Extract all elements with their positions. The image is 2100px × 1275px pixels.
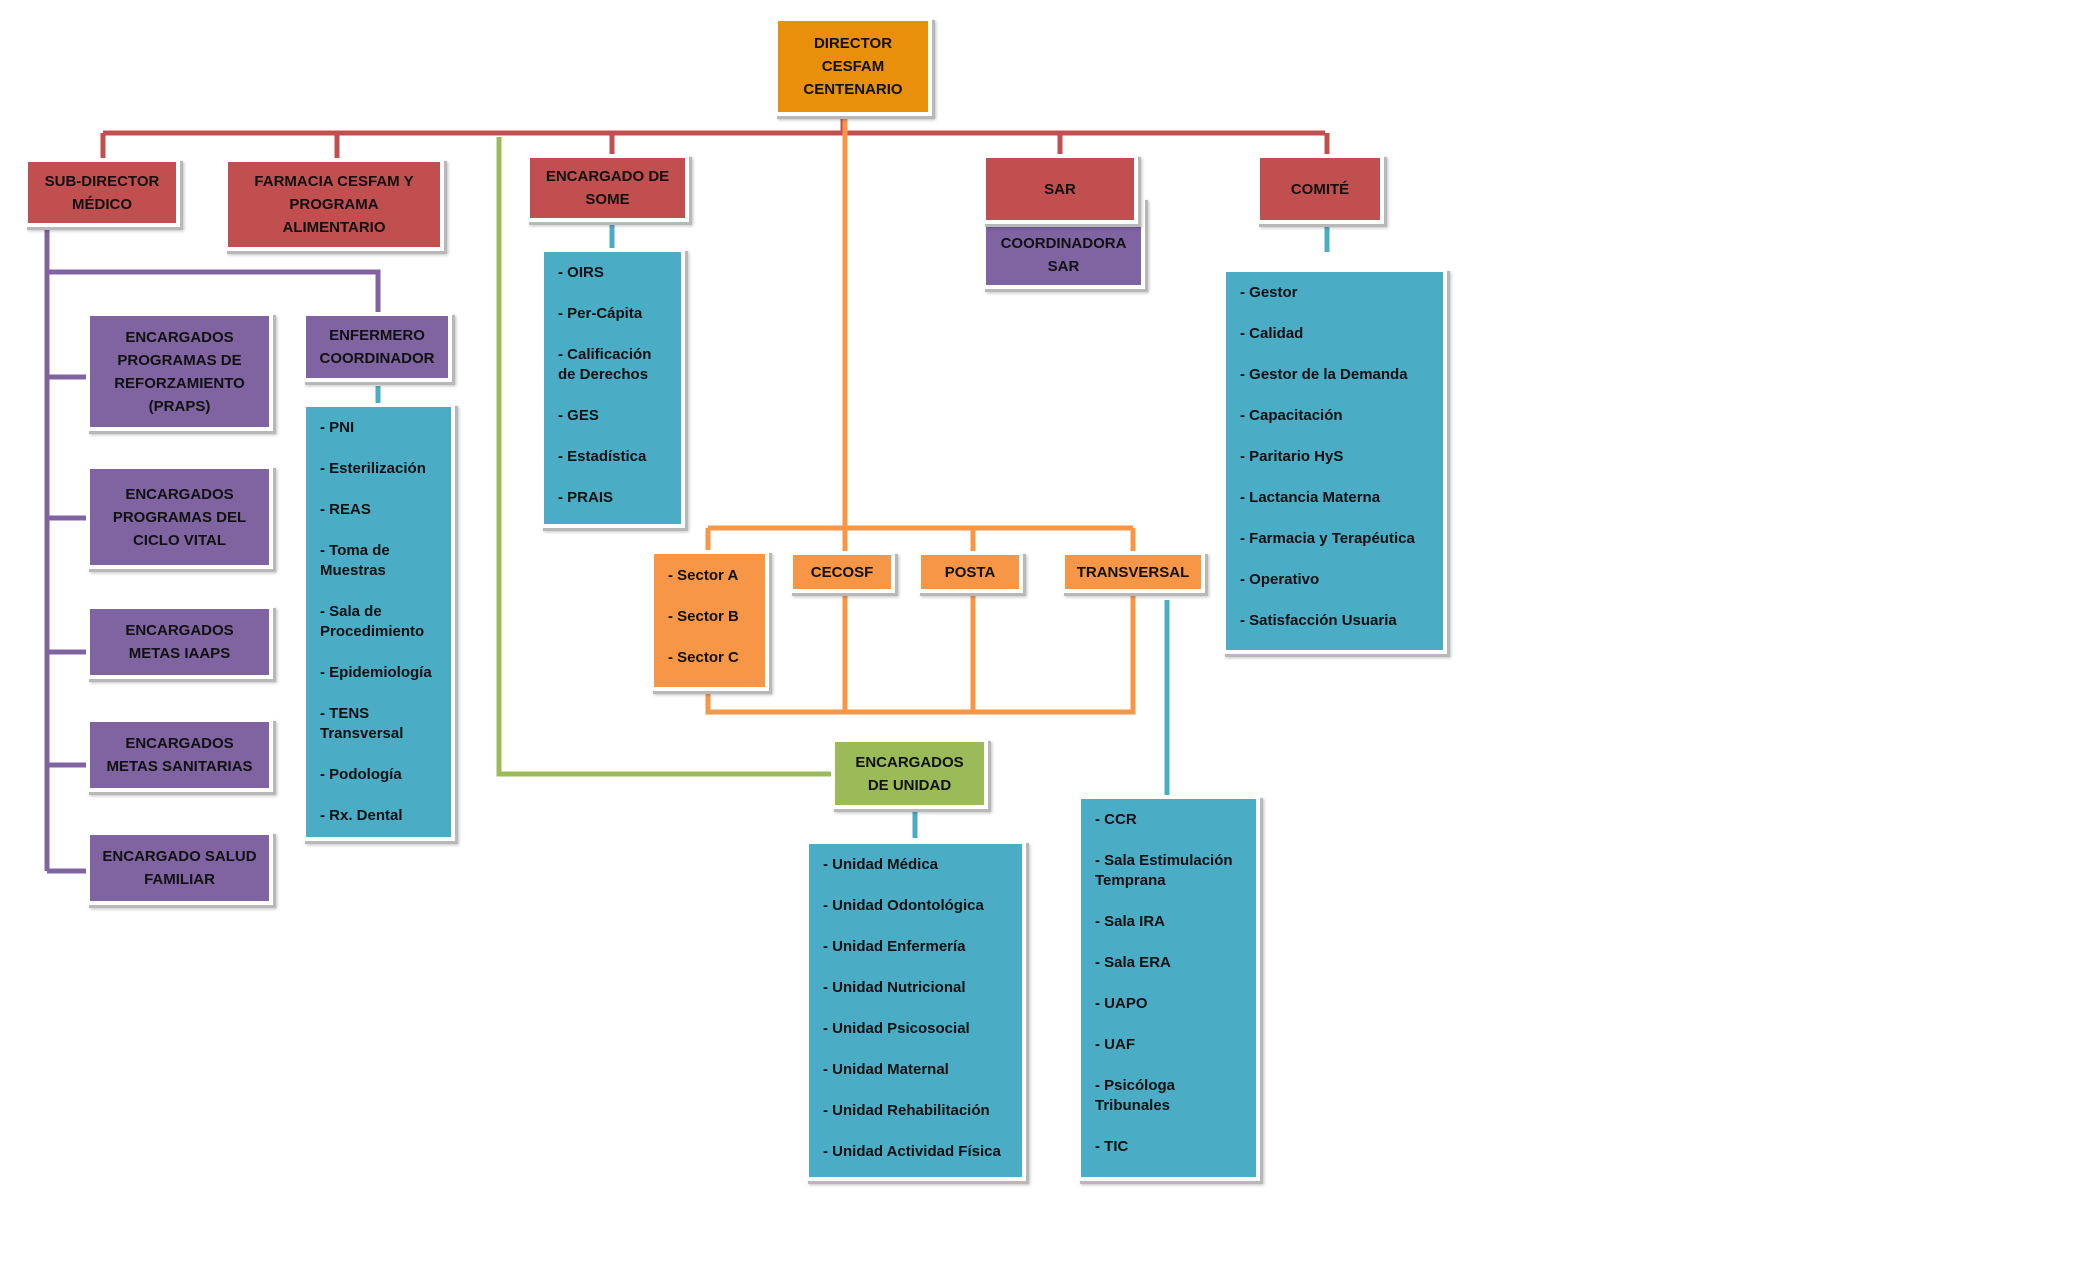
sar-box: SAR — [982, 154, 1138, 224]
orange-connector — [705, 113, 1136, 715]
posta-box: POSTA — [917, 551, 1023, 593]
red-connector — [100, 130, 1330, 160]
praps-label: ENCARGADOS PROGRAMAS DE REFORZAMIENTO (P… — [114, 328, 245, 415]
list-item: - Unidad Odontológica — [823, 897, 984, 914]
enfermero-list: - PNI - Esterilización - REAS - Toma de … — [302, 403, 455, 841]
farmacia-label: FARMACIA CESFAM Y PROGRAMA ALIMENTARIO — [254, 173, 414, 236]
ciclo-vital-label: ENCARGADOS PROGRAMAS DEL CICLO VITAL — [112, 485, 247, 549]
list-item: - Unidad Rehabilitación — [823, 1102, 990, 1119]
praps-box: ENCARGADOS PROGRAMAS DE REFORZAMIENTO (P… — [86, 312, 273, 431]
coordinadora-sar-label: COORDINADORA SAR — [1000, 235, 1127, 275]
sub-director-box: SUB-DIRECTOR MÉDICO — [24, 158, 180, 227]
list-item: - Estadística — [558, 448, 647, 465]
transversal-box: TRANSVERSAL — [1061, 551, 1205, 593]
list-item: - Unidad Médica — [823, 856, 939, 873]
list-item: - PNI — [320, 419, 355, 436]
list-item: - Unidad Psicosocial — [823, 1020, 970, 1037]
list-item: - GES — [558, 407, 599, 424]
transversal-title: TRANSVERSAL — [1076, 563, 1190, 581]
list-item: - Toma de Muestras — [320, 542, 390, 579]
cecosf-label: CECOSF — [810, 563, 874, 581]
list-item: - PRAIS — [558, 489, 614, 506]
purple-connector — [44, 226, 381, 874]
list-item: - Unidad Enfermería — [823, 938, 966, 955]
list-item: - Farmacia y Terapéutica — [1240, 530, 1415, 547]
list-item: - TIC — [1095, 1138, 1129, 1155]
teal-connector — [375, 223, 1330, 838]
list-item: - OIRS — [558, 264, 604, 281]
list-item: - Esterilización — [320, 460, 426, 477]
metas-sanitarias-box: ENCARGADOS METAS SANITARIAS — [86, 718, 273, 792]
salud-familiar-box: ENCARGADO SALUD FAMILIAR — [86, 831, 273, 905]
list-item: - Rx. Dental — [320, 807, 403, 824]
list-item: - REAS — [320, 501, 371, 518]
unidad-title: ENCARGADOS DE UNIDAD — [855, 753, 964, 794]
sectors-box: - Sector A - Sector B - Sector C — [650, 550, 769, 691]
list-item: - Capacitación — [1240, 407, 1343, 424]
list-item: - Sala IRA — [1095, 913, 1166, 930]
some-title: ENCARGADO DE SOME — [545, 168, 670, 208]
list-item: - Calidad — [1240, 325, 1304, 342]
list-item: - Psicóloga Tribunales — [1095, 1077, 1176, 1114]
enfermero-box: ENFERMERO COORDINADOR — [302, 312, 452, 382]
sub-director-label: SUB-DIRECTOR MÉDICO — [44, 172, 160, 213]
list-item: - Unidad Nutricional — [823, 979, 966, 996]
list-item: - UAPO — [1095, 995, 1148, 1012]
list-item: - Operativo — [1240, 571, 1320, 588]
list-item: - UAF — [1095, 1036, 1135, 1053]
ciclo-vital-box: ENCARGADOS PROGRAMAS DEL CICLO VITAL — [86, 465, 273, 569]
metas-iaaps-label: ENCARGADOS METAS IAAPS — [125, 622, 234, 662]
metas-iaaps-box: ENCARGADOS METAS IAAPS — [86, 605, 273, 679]
list-item: - Lactancia Materna — [1240, 489, 1381, 506]
list-item: - Paritario HyS — [1240, 448, 1344, 465]
unidad-box: ENCARGADOS DE UNIDAD — [831, 738, 988, 809]
comite-list: - Gestor - Calidad - Gestor de la Demand… — [1222, 268, 1447, 654]
some-list: - OIRS - Per-Cápita - Calificación de De… — [540, 248, 685, 528]
list-item: - Unidad Actividad Física — [823, 1143, 1001, 1160]
list-item: - Gestor — [1240, 284, 1298, 301]
list-item: - Calificación de Derechos — [558, 346, 652, 383]
farmacia-box: FARMACIA CESFAM Y PROGRAMA ALIMENTARIO — [224, 158, 444, 251]
list-item: - Sector A — [668, 567, 739, 584]
transversal-list: - CCR - Sala Estimulación Temprana - Sal… — [1077, 795, 1260, 1181]
posta-label: POSTA — [944, 563, 996, 581]
list-item: - Sala Estimulación Temprana — [1095, 852, 1233, 889]
list-item: - CCR — [1095, 811, 1137, 828]
director-label: DIRECTOR CESFAM CENTENARIO — [803, 35, 903, 98]
comite-title: COMITÉ — [1290, 180, 1350, 198]
director-box: DIRECTOR CESFAM CENTENARIO — [774, 17, 932, 116]
list-item: - Per-Cápita — [558, 305, 643, 322]
some-box: ENCARGADO DE SOME — [526, 154, 689, 222]
list-item: - Satisfacción Usuaria — [1240, 612, 1397, 629]
list-item: - Sala ERA — [1095, 954, 1171, 971]
salud-familiar-label: ENCARGADO SALUD FAMILIAR — [102, 848, 257, 888]
list-item: - Podología — [320, 766, 402, 783]
enfermero-title: ENFERMERO COORDINADOR — [319, 327, 435, 367]
list-item: - Gestor de la Demanda — [1240, 366, 1408, 383]
metas-sanitarias-label: ENCARGADOS METAS SANITARIAS — [106, 735, 253, 775]
cecosf-box: CECOSF — [789, 551, 895, 593]
green-connector — [496, 137, 834, 777]
list-item: - Unidad Maternal — [823, 1061, 949, 1078]
list-item: - Epidemiología — [320, 664, 432, 681]
comite-box: COMITÉ — [1256, 154, 1384, 224]
unidad-list: - Unidad Médica - Unidad Odontológica - … — [805, 840, 1026, 1181]
sar-label: SAR — [1044, 180, 1076, 198]
list-item: - Sala de Procedimiento — [320, 603, 425, 640]
list-item: - Sector B — [668, 608, 739, 625]
list-item: - TENS Transversal — [320, 705, 404, 742]
list-item: - Sector C — [668, 649, 739, 666]
